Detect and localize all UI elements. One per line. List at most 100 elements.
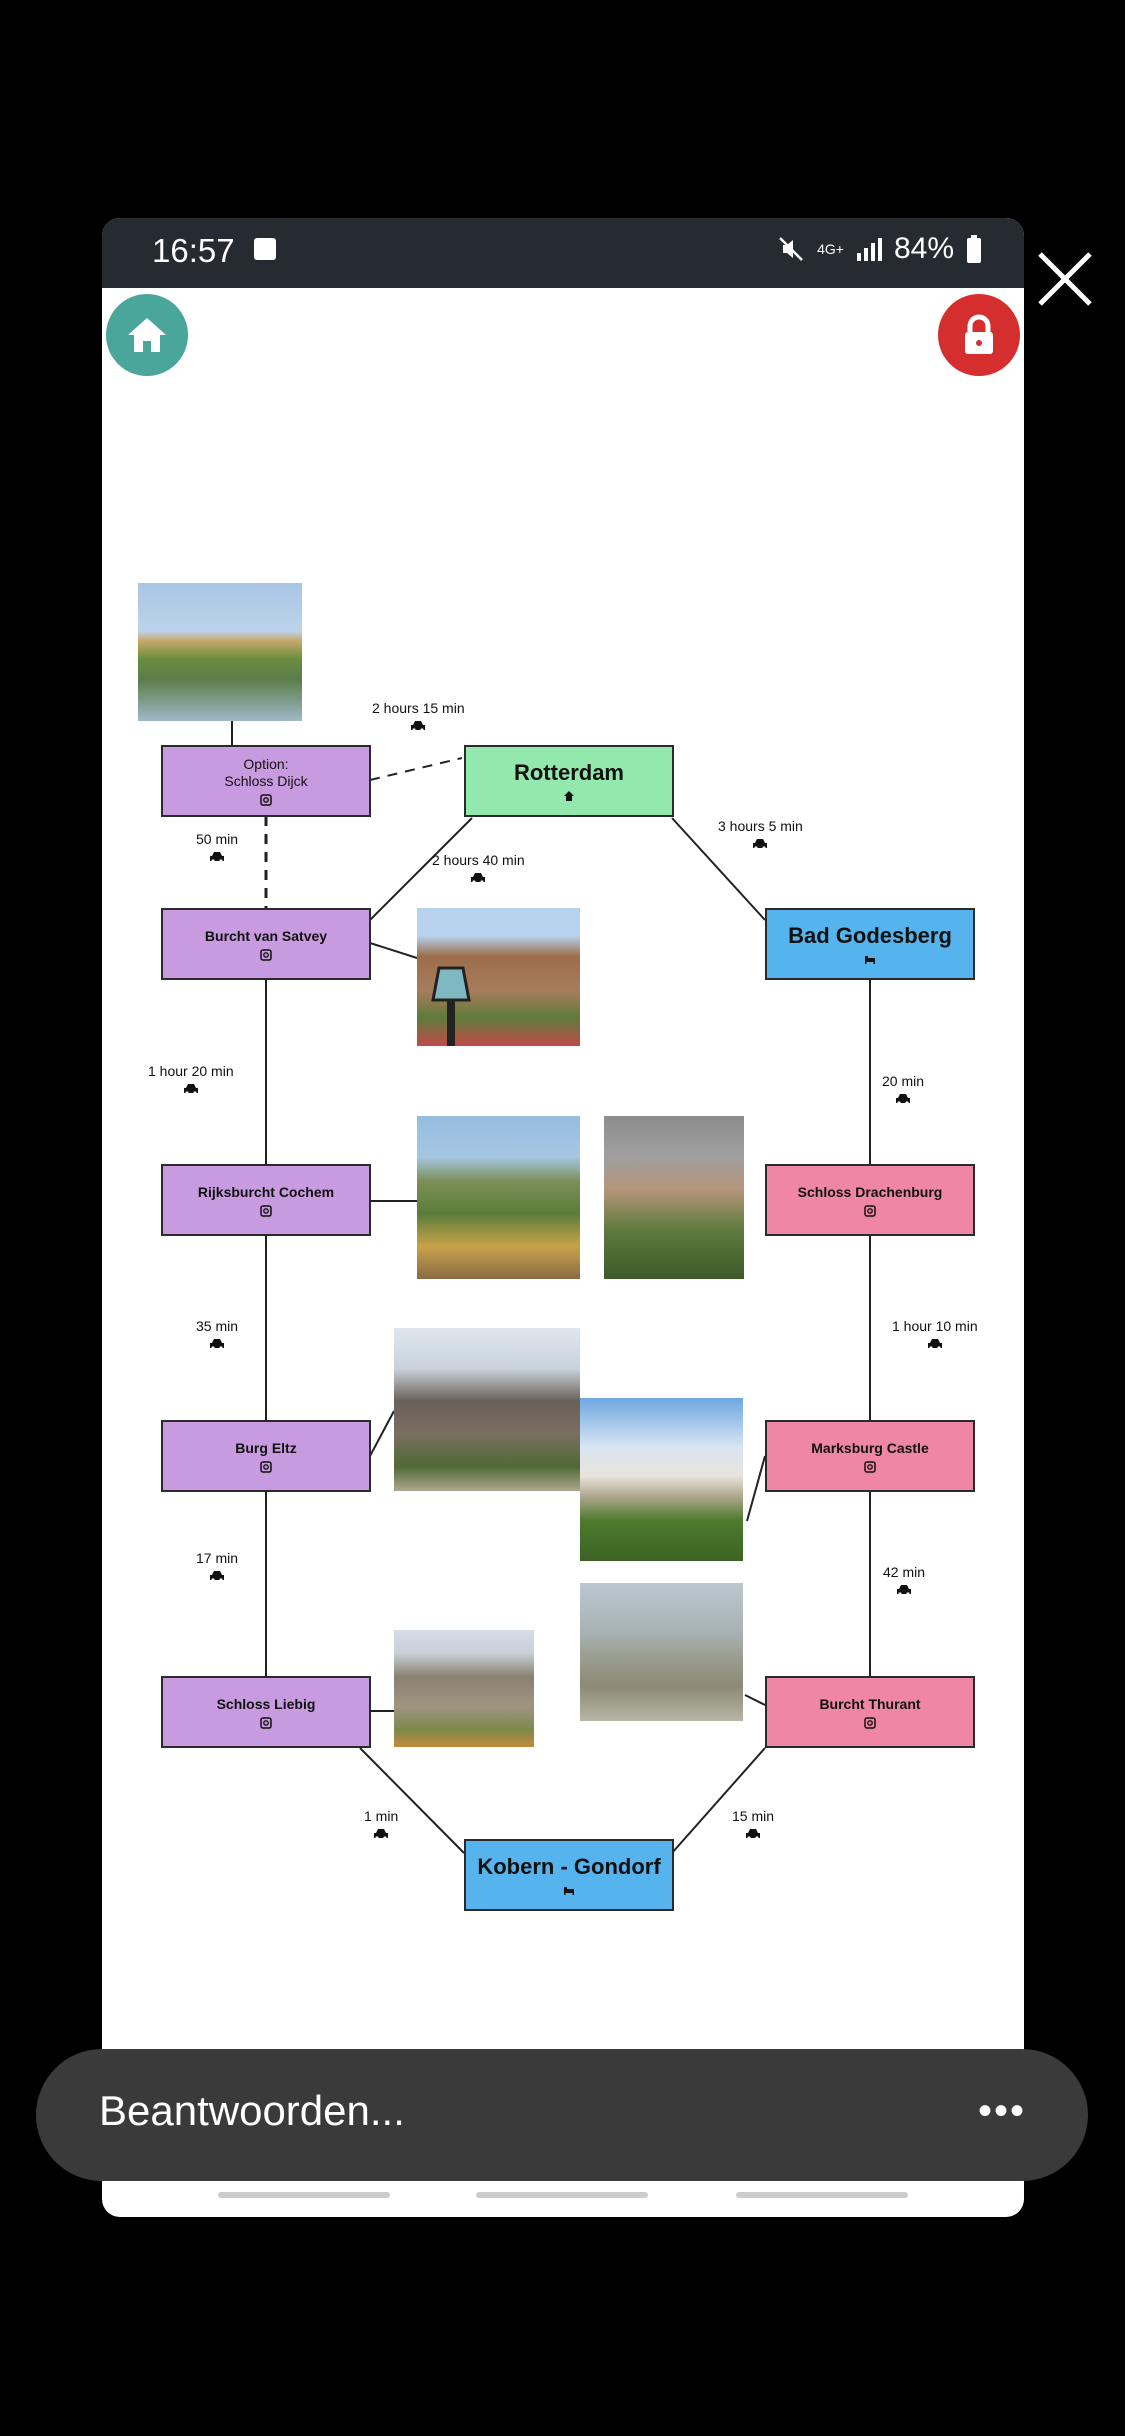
edge-label: 50 min [196, 831, 238, 863]
story-card: 16:57 4G+ 84% [102, 218, 1024, 2217]
signal-icon [856, 238, 882, 261]
battery-icon [967, 235, 981, 263]
page-indicator [736, 2192, 908, 2198]
battery-percent: 84% [893, 232, 954, 265]
reply-bar[interactable]: Beantwoorden... ••• [36, 2049, 1088, 2181]
route-diagram [231, 718, 871, 1854]
edge-thurant-kobern [671, 1747, 766, 1854]
car-icon [183, 1084, 198, 1095]
node-label: Rijksburcht Cochem [197, 1183, 335, 1200]
photo-connector [744, 1694, 766, 1706]
edge-label-text: 1 min [364, 1808, 399, 1824]
edge-label: 1 hour 10 min [892, 1318, 978, 1350]
node-label: Bad Godesberg [788, 923, 952, 948]
network-label: 4G+ [817, 241, 844, 257]
instagram-icon [260, 1204, 272, 1217]
edge-label: 17 min [196, 1550, 238, 1582]
node-label: Burcht Thurant [819, 1695, 921, 1712]
edge-label: 1 min [364, 1808, 398, 1840]
car-icon [896, 1094, 911, 1105]
instagram-icon [864, 1716, 876, 1729]
edge-label: 20 min [882, 1073, 924, 1105]
car-icon [374, 1829, 389, 1840]
edge-rotterdam-godesberg [671, 817, 766, 921]
node-burg-eltz[interactable]: Burg Eltz [161, 1420, 371, 1492]
page-indicator [476, 2192, 648, 2198]
car-icon [897, 1585, 912, 1596]
node-label: Rotterdam [513, 760, 624, 785]
castle-photo-thurant[interactable] [580, 1583, 743, 1721]
edge-label-text: 3 hours 5 min [718, 818, 803, 834]
edge-label: 15 min [732, 1808, 774, 1840]
castle-photo-eltz[interactable] [394, 1328, 580, 1491]
node-burcht-van-satvey[interactable]: Burcht van Satvey [161, 908, 371, 980]
node-burcht-thurant[interactable]: Burcht Thurant [765, 1676, 975, 1748]
instagram-icon [260, 948, 272, 961]
castle-photo-marksburg[interactable] [580, 1398, 743, 1561]
edge-label-text: 35 min [196, 1318, 239, 1334]
edge-label-text: 17 min [196, 1550, 239, 1566]
edge-label-text: 20 min [882, 1073, 925, 1089]
edge-dijck-rotterdam [369, 757, 463, 781]
edge-rotterdam-satvey [369, 817, 473, 921]
node-kobern-gondorf[interactable]: Kobern - Gondorf [464, 1839, 674, 1911]
status-time: 16:57 [152, 232, 235, 269]
edge-label: 35 min [196, 1318, 238, 1350]
node-label: Kobern - Gondorf [477, 1854, 661, 1879]
instagram-icon [864, 1204, 876, 1217]
car-icon [746, 1829, 761, 1840]
photo-connector [369, 1410, 395, 1457]
node-schloss-liebig[interactable]: Schloss Liebig [161, 1676, 371, 1748]
edge-label: 1 hour 20 min [148, 1063, 234, 1095]
castle-photo-drachenburg[interactable] [604, 1116, 744, 1279]
car-icon [753, 839, 768, 850]
edge-label-text: 50 min [196, 831, 239, 847]
home-icon [564, 791, 574, 801]
instagram-icon [260, 1716, 272, 1729]
photo-connector [369, 942, 418, 959]
edge-label: 2 hours 40 min [432, 852, 525, 884]
more-options-icon[interactable]: ••• [978, 2089, 1027, 2133]
car-icon [210, 852, 225, 863]
lock-icon [965, 314, 993, 354]
car-icon [411, 721, 426, 732]
node-label: Option: Schloss Dijck [224, 756, 308, 789]
edge-label-text: 15 min [732, 1808, 775, 1824]
close-icon[interactable] [1034, 248, 1096, 310]
castle-photo-liebig[interactable] [394, 1630, 534, 1747]
node-rotterdam[interactable]: Rotterdam [464, 745, 674, 817]
car-icon [210, 1339, 225, 1350]
node-label: Marksburg Castle [811, 1439, 929, 1456]
status-bar: 16:57 4G+ 84% [102, 218, 1024, 288]
home-button[interactable] [106, 294, 188, 376]
notification-check-icon [254, 238, 276, 260]
edge-label: 3 hours 5 min [718, 818, 803, 850]
edge-label-text: 2 hours 40 min [432, 852, 525, 868]
car-icon [471, 873, 486, 884]
node-schloss-dijck[interactable]: Option: Schloss Dijck [161, 745, 371, 817]
node-rijksburcht-cochem[interactable]: Rijksburcht Cochem [161, 1164, 371, 1236]
instagram-icon [260, 1460, 272, 1473]
car-icon [927, 1339, 942, 1350]
edge-label-text: 42 min [883, 1564, 926, 1580]
node-label: Burcht van Satvey [204, 927, 328, 944]
edge-label-text: 1 hour 10 min [892, 1318, 978, 1334]
edge-label-text: 1 hour 20 min [148, 1063, 234, 1079]
castle-photo-satvey[interactable] [417, 908, 580, 1046]
reply-input[interactable]: Beantwoorden... [99, 2087, 405, 2134]
car-icon [210, 1571, 225, 1582]
node-schloss-drachenburg[interactable]: Schloss Drachenburg [765, 1164, 975, 1236]
node-marksburg-castle[interactable]: Marksburg Castle [765, 1420, 975, 1492]
edge-label: 42 min [883, 1564, 925, 1596]
instagram-icon [864, 1460, 876, 1473]
mute-icon [779, 237, 803, 261]
node-label: Schloss Liebig [216, 1695, 316, 1712]
lock-button[interactable] [938, 294, 1020, 376]
node-bad-godesberg[interactable]: Bad Godesberg [765, 908, 975, 980]
bed-icon [564, 1887, 574, 1895]
castle-photo-schloss-dijck[interactable] [138, 583, 302, 721]
edge-liebig-kobern [359, 1747, 465, 1854]
bed-icon [865, 956, 875, 964]
status-icons: 4G+ 84% [777, 232, 982, 266]
castle-photo-cochem[interactable] [417, 1116, 580, 1279]
